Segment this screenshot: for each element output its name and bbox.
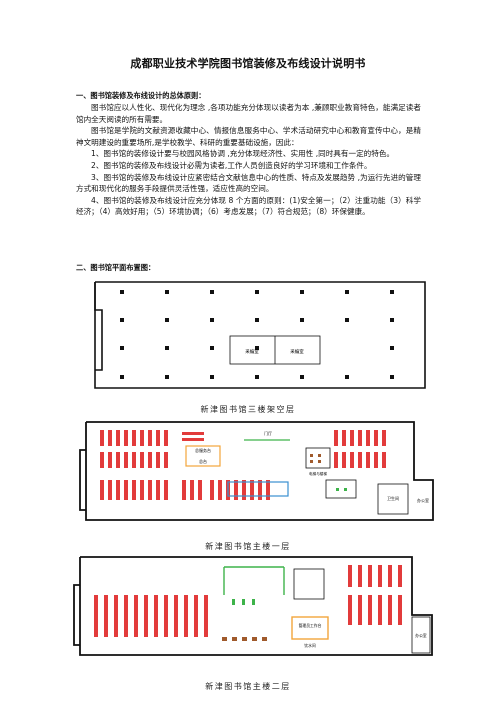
principles-body: 图书馆应以人性化、现代化为理念 ,各项功能充分体现以读者为本 ,兼顾职业教育特色…	[76, 102, 421, 218]
section-heading-floorplans: 二、图书馆平面布置图：	[76, 263, 156, 272]
room-label: 采编室	[290, 348, 304, 355]
floorplan-second-floor: 管理员工作台 饮水间 办公室	[73, 556, 433, 656]
room-label: 办公室	[415, 633, 427, 638]
paragraph: 1、图书馆的装修设计要与校园风格协调 ,充分体现经济性、实用性 ,同时具有一定的…	[91, 149, 395, 159]
document-title: 成都职业技术学院图书馆装修及布线设计说明书	[130, 57, 366, 70]
label-lobby: 门厅	[264, 430, 272, 436]
reading-chairs	[222, 637, 267, 641]
paragraph: 图书馆应以人性化、现代化为理念 ,各项功能充分体现以读者为本 ,兼顾职业教育特色…	[76, 103, 421, 124]
paragraph: 4、图书馆的装修及布线设计应充分体现 8 个方面的原则：(1)安全第一；（2）注…	[76, 195, 421, 217]
section-heading-principles: 一、图书馆装修及布线设计的总体原则：	[76, 91, 206, 100]
label-service-desk: 总服务台	[195, 447, 211, 453]
floorplan-caption: 新津图书馆主楼二层	[205, 682, 291, 691]
paragraph: 图书馆是学院的文献资源收藏中心、情报信息服务中心、学术活动研究中心和教育宣传中心…	[76, 126, 421, 147]
room-label: 卫生间	[387, 495, 399, 501]
floorplan-third-floor: 采编室 采编室	[94, 281, 426, 389]
label-water-room: 饮水间	[304, 643, 316, 648]
bookshelf-rows-right	[334, 430, 386, 468]
label-librarian-desk: 管理员工作台	[299, 623, 322, 628]
label-desk: 总台	[199, 458, 207, 464]
paragraph: 2、图书馆的装修及布线设计必需为读者,工作人员创造良好的学习环境和工作条件。	[91, 160, 372, 170]
label-elevator: 电梯与楼梯	[309, 471, 327, 476]
bookshelf-rows-left	[100, 430, 168, 500]
floorplan-caption: 新津图书馆主楼一层	[205, 542, 291, 551]
floorplan-ground-floor: 总服务台 总台 门厅 电梯与楼梯 卫生间 办公室	[79, 421, 434, 521]
room-label: 采编室	[245, 348, 259, 355]
bookshelf-rows-left	[94, 595, 208, 637]
study-tables	[310, 454, 321, 463]
bookshelf-rows-right	[348, 565, 402, 625]
paragraph: 3、图书馆的装修及布线设计应紧密结合文献信息中心的性质、特点及发展趋势 ,为运行…	[76, 172, 421, 194]
room-label-office: 办公室	[417, 497, 429, 503]
floorplan-caption: 新津图书馆三楼架空层	[200, 405, 296, 414]
column-grid	[120, 290, 394, 379]
